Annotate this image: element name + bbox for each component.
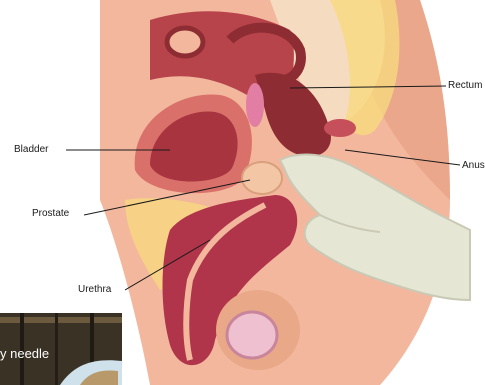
rectum-label: Rectum <box>448 80 482 92</box>
prostate-gland <box>242 162 282 194</box>
testis <box>227 312 277 358</box>
anus-opening <box>324 119 356 137</box>
prostate-label: Prostate <box>32 208 69 220</box>
anus-label: Anus <box>462 160 485 172</box>
bladder-label: Bladder <box>14 144 48 156</box>
seminal-vesicle <box>246 83 264 127</box>
thumbnail-caption: y needle <box>0 346 49 361</box>
urethra-label: Urethra <box>78 284 111 296</box>
bowel-loop <box>167 28 203 56</box>
